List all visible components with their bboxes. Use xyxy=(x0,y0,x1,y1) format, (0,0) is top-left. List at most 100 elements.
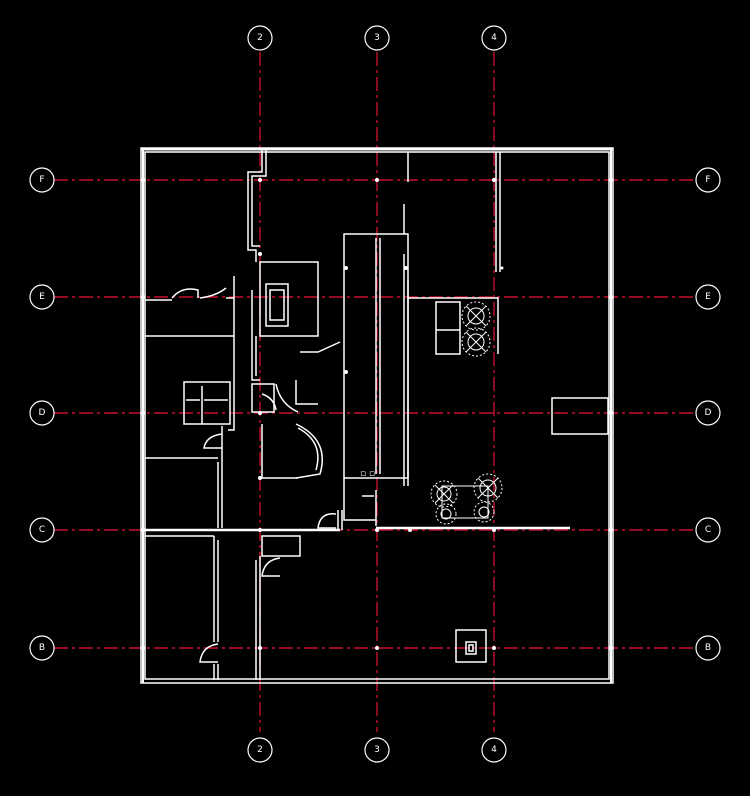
door-swing-arc xyxy=(317,513,337,529)
wall-segment xyxy=(228,276,235,431)
grid-lines xyxy=(54,52,696,732)
grid-label-2-bottom: 2 xyxy=(257,745,263,755)
grid-label-D-right: D xyxy=(705,408,712,418)
grid-label-4-bottom: 4 xyxy=(491,745,497,755)
column-dot xyxy=(141,528,145,532)
grid-bubble-C-left xyxy=(29,517,55,543)
interior-walls xyxy=(145,150,609,680)
door-swing-arc xyxy=(199,287,227,299)
fireplace-core xyxy=(269,289,285,321)
door-swing-arc xyxy=(261,557,281,577)
column-dot xyxy=(375,528,379,532)
exterior-walls xyxy=(140,147,614,684)
closet xyxy=(183,381,231,425)
stair-annotation: ▫ ▫ xyxy=(360,469,375,479)
grid-label-F-right: F xyxy=(705,175,710,185)
wall-segment xyxy=(247,150,263,262)
wall-segment xyxy=(295,380,318,405)
column-dot xyxy=(141,646,145,650)
wall-segment xyxy=(408,297,499,354)
column-dot xyxy=(344,266,348,270)
fixture-inner xyxy=(465,641,477,655)
grid-bubble-3-top xyxy=(364,25,390,51)
tree-symbol xyxy=(435,503,457,525)
column-dot xyxy=(258,178,262,182)
grid-bubble-labels: 2 3 4 2 3 4 F E D C B F E D C B xyxy=(39,33,712,755)
grid-bubble-2-bottom xyxy=(247,737,273,763)
fireplace-outer xyxy=(259,261,319,337)
grid-bubble-B-right xyxy=(695,635,721,661)
grid-bubble-F-left xyxy=(29,167,55,193)
column-dot xyxy=(492,528,496,532)
column-dot xyxy=(258,411,262,415)
column-dot xyxy=(258,528,262,532)
column-dot xyxy=(258,252,262,256)
curved-wall xyxy=(297,427,319,471)
exterior-wall-inner xyxy=(144,151,610,680)
column-dot xyxy=(609,295,613,299)
column-dot xyxy=(141,178,145,182)
column-dot xyxy=(344,370,348,374)
grid-bubble-3-bottom xyxy=(364,737,390,763)
door-swing-arc xyxy=(275,383,299,413)
grid-label-C-left: C xyxy=(39,525,45,535)
column-dot xyxy=(609,646,613,650)
grid-label-F-left: F xyxy=(39,175,44,185)
wall-segment xyxy=(343,478,376,521)
grid-label-B-right: B xyxy=(705,643,711,653)
wall-segment xyxy=(251,150,267,247)
grid-bubble-E-right xyxy=(695,284,721,310)
door-swing-arc xyxy=(171,288,199,299)
fireplace-inner xyxy=(265,283,289,327)
planter-box xyxy=(435,301,461,355)
column-dot xyxy=(375,646,379,650)
tree-symbol xyxy=(473,501,495,523)
column-dot xyxy=(609,528,613,532)
door-swing-arc xyxy=(199,643,219,663)
grid-bubble-4-bottom xyxy=(481,737,507,763)
column-dot xyxy=(609,178,613,182)
column-dot xyxy=(258,646,262,650)
fixture-outer xyxy=(455,629,487,663)
wall-segment xyxy=(251,290,260,381)
grid-label-B-left: B xyxy=(39,643,45,653)
wall-box xyxy=(551,397,609,435)
grid-bubble-D-right xyxy=(695,400,721,426)
column-dot xyxy=(141,411,145,415)
wall-segment xyxy=(300,341,341,353)
grid-bubble-B-left xyxy=(29,635,55,661)
column-dot xyxy=(404,266,408,270)
grid-label-4-top: 4 xyxy=(491,33,497,43)
grid-label-E-left: E xyxy=(39,292,45,302)
door-swing-arc xyxy=(203,433,223,449)
column-dot xyxy=(492,178,496,182)
fixture-core xyxy=(468,644,474,652)
column-dot xyxy=(375,178,379,182)
grid-label-E-right: E xyxy=(705,292,711,302)
grid-label-C-right: C xyxy=(705,525,711,535)
column-dot xyxy=(492,646,496,650)
grid-label-D-left: D xyxy=(39,408,46,418)
grid-bubble-E-left xyxy=(29,284,55,310)
column-dot xyxy=(609,411,613,415)
column-dot xyxy=(141,295,145,299)
grid-bubble-C-right xyxy=(695,517,721,543)
planter-frame xyxy=(441,485,489,519)
column-dot xyxy=(500,266,504,270)
columns xyxy=(141,178,613,650)
tree-symbol xyxy=(461,301,491,331)
tree-symbol xyxy=(461,327,491,357)
grid-label-2-top: 2 xyxy=(257,33,263,43)
grid-label-3-top: 3 xyxy=(374,33,380,43)
door-swing-arc xyxy=(261,393,277,411)
column-dot xyxy=(258,476,262,480)
closet xyxy=(261,535,301,557)
trees xyxy=(430,301,503,525)
grid-bubble-2-top xyxy=(247,25,273,51)
curved-wall xyxy=(295,423,324,479)
grid-bubbles xyxy=(29,25,721,763)
grid-bubble-F-right xyxy=(695,167,721,193)
tree-symbol xyxy=(430,480,458,508)
